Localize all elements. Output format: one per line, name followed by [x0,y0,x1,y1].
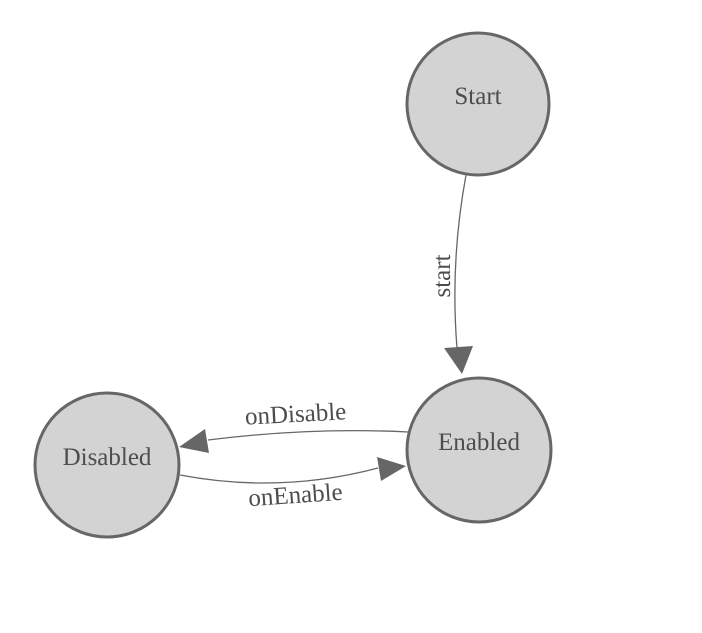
edge-on-disable[interactable]: onDisable [179,398,409,453]
node-start-label: Start [454,83,501,110]
arrowhead-right-icon [377,457,406,481]
arrowhead-down-icon [444,346,473,374]
node-disabled-circle[interactable] [33,391,181,539]
edge-on-disable-label: onDisable [244,398,347,430]
node-start-circle[interactable] [405,31,551,177]
node-start[interactable]: Start [405,31,551,177]
edge-on-enable-path[interactable] [179,467,379,484]
node-enabled-label: Enabled [438,429,520,456]
edge-on-enable[interactable]: onEnable [179,457,406,513]
arrowhead-left-icon [179,429,209,453]
edge-on-enable-label: onEnable [247,479,343,513]
edge-on-disable-path[interactable] [207,429,409,441]
edge-start-transition-path[interactable] [454,174,467,349]
node-disabled[interactable]: Disabled [33,391,181,539]
edge-start-transition-label: start [429,254,456,297]
node-disabled-label: Disabled [63,444,152,471]
node-enabled-circle[interactable] [405,376,553,524]
node-enabled[interactable]: Enabled [405,376,553,524]
edge-start-transition[interactable]: start [429,174,473,374]
